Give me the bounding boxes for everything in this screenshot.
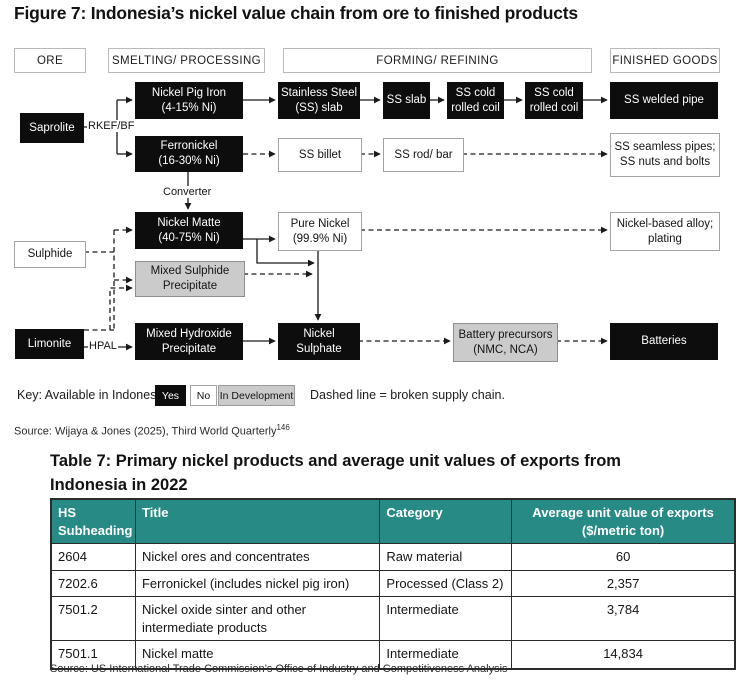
stage-smelting: SMELTING/ PROCESSING [108,48,265,73]
node-saprolite: Saprolite [20,113,84,143]
table-row: 2604 Nickel ores and concentrates Raw ma… [50,543,736,571]
cell-title: Nickel matte [134,640,381,670]
label-rkef-bf: RKEF/BF [87,120,136,132]
key-in-development-box: In Development [218,385,295,406]
cell-category: Processed (Class 2) [379,569,513,598]
col-header-avg-value: Average unit value of exports ($/metric … [511,498,736,545]
cell-value: 14,834 [511,640,736,670]
stage-forming: FORMING/ REFINING [283,48,592,73]
key-no-box: No [190,385,217,406]
node-ss-rod-bar: SS rod/ bar [383,138,464,172]
node-mixed-hydroxide-precipitate: Mixed Hydroxide Precipitate [135,323,243,360]
stage-ore: ORE [14,48,86,73]
node-battery-precursors: Battery precursors (NMC, NCA) [453,323,558,362]
arrow-limonite-into-msp [109,284,133,330]
node-pure-nickel: Pure Nickel (99.9% Ni) [278,212,362,251]
node-stainless-steel-slab: Stainless Steel (SS) slab [278,82,360,119]
table-row: 7501.1 Nickel matte Intermediate 14,834 [50,640,736,670]
figure-source-footnote: 146 [276,423,290,432]
node-limonite: Limonite [15,329,84,359]
node-ss-seamless-pipes: SS seamless pipes; SS nuts and bolts [610,133,720,177]
table-title: Table 7: Primary nickel products and ave… [50,452,621,494]
node-batteries: Batteries [610,323,718,360]
table-row: 7202.6 Ferronickel (includes nickel pig … [50,569,736,598]
label-converter: Converter [162,186,213,198]
figure-source-text: Source: Wijaya & Jones (2025), Third Wor… [14,425,277,438]
node-ss-cold-rolled-coil-1: SS cold rolled coil [447,82,504,119]
cell-value: 2,357 [511,569,736,598]
col-header-title: Title [134,498,381,545]
node-ss-welded-pipe: SS welded pipe [610,82,718,119]
cell-hs: 7501.2 [50,596,136,642]
cell-title: Nickel ores and concentrates [134,543,381,571]
table-row: 7501.2 Nickel oxide sinter and other int… [50,596,736,642]
table-source: Source: US International Trade Commissio… [50,663,508,675]
figure-key: Key: Available in Indonesia? Yes No In D… [0,385,748,406]
col-header-hs-subheading: HS Subheading [50,498,136,545]
cell-category: Intermediate [379,640,513,670]
node-nickel-sulphate: Nickel Sulphate [278,323,360,360]
node-nickel-based-alloy: Nickel-based alloy; plating [610,212,720,251]
node-nickel-matte: Nickel Matte (40-75% Ni) [135,212,243,249]
node-ss-slab: SS slab [383,82,430,119]
cell-category: Raw material [379,543,513,571]
key-yes-box: Yes [155,385,186,406]
table-header-row: HS Subheading Title Category Average uni… [50,498,736,545]
col-header-category: Category [379,498,513,545]
cell-hs: 2604 [50,543,136,571]
label-hpal: HPAL [88,340,118,352]
key-dashed-note: Dashed line = broken supply chain. [310,388,505,402]
cell-value: 3,784 [511,596,736,642]
node-sulphide: Sulphide [14,241,86,268]
key-prefix: Key: Available in Indonesia? [17,388,174,402]
node-ss-cold-rolled-coil-2: SS cold rolled coil [525,82,583,119]
figure-title: Figure 7: Indonesia’s nickel value chain… [14,3,578,23]
figure-source: Source: Wijaya & Jones (2025), Third Wor… [14,423,290,438]
cell-title: Nickel oxide sinter and other intermedia… [134,596,381,642]
exports-table: HS Subheading Title Category Average uni… [50,498,736,670]
cell-value: 60 [511,543,736,571]
cell-category: Intermediate [379,596,513,642]
node-ferronickel: Ferronickel (16-30% Ni) [135,136,243,172]
node-nickel-pig-iron: Nickel Pig Iron (4-15% Ni) [135,82,243,119]
cell-title: Ferronickel (includes nickel pig iron) [134,569,381,598]
stage-finished: FINISHED GOODS [610,48,720,73]
node-ss-billet: SS billet [278,138,362,172]
cell-hs: 7501.1 [50,640,136,670]
cell-hs: 7202.6 [50,569,136,598]
node-mixed-sulphide-precipitate: Mixed Sulphide Precipitate [135,261,245,297]
